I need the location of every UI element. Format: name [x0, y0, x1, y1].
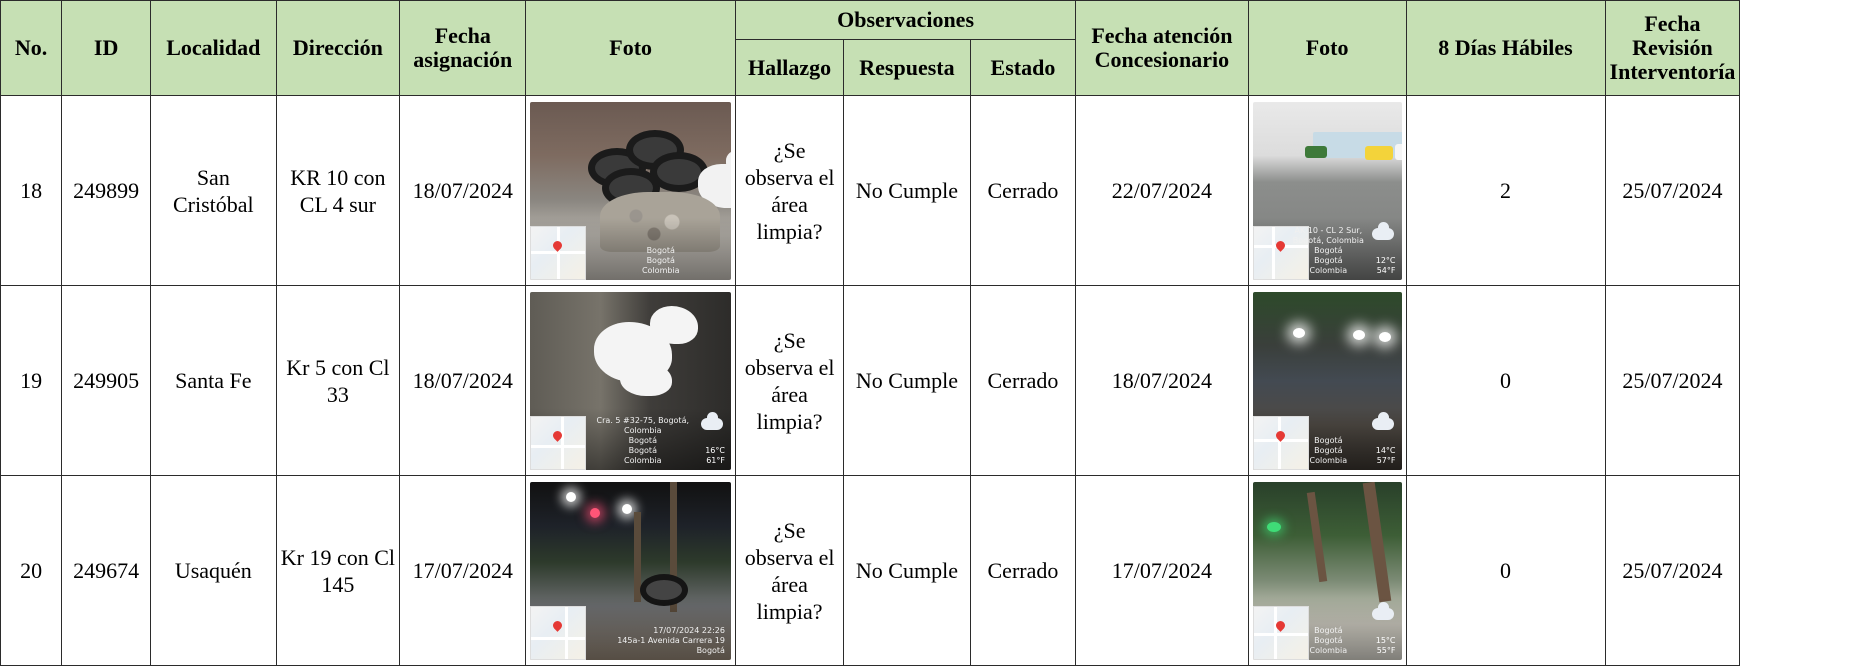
- photo-stamp: Bogotá Bogotá Colombia: [1309, 625, 1348, 655]
- header-direccion: Dirección: [275, 0, 401, 96]
- header-hallazgo: Hallazgo: [734, 39, 845, 96]
- header-fecha-revision: Fecha Revisión Interventoría: [1604, 0, 1741, 96]
- cell-fecha-revision: 25/07/2024: [1604, 285, 1741, 476]
- cell-hallazgo: ¿Se observa el área limpia?: [734, 285, 845, 476]
- photo-stamp: Bogotá Bogotá Colombia: [641, 245, 680, 275]
- cell-no: 20: [0, 475, 63, 666]
- table-row: 20 249674 Usaquén Kr 19 con Cl 145 17/07…: [0, 475, 1858, 666]
- header-respuesta: Respuesta: [843, 39, 971, 96]
- cell-fecha-atencion: 18/07/2024: [1075, 285, 1249, 476]
- cell-no: 18: [0, 95, 63, 286]
- cell-fecha-asignacion: 18/07/2024: [399, 285, 527, 476]
- photo-before[interactable]: Cra. 5 #32-75, Bogotá, Colombia Bogotá B…: [530, 291, 731, 470]
- cell-foto: 17/07/2024 22:26 145a-1 Avenida Carrera …: [525, 475, 736, 666]
- table-row: 18 249899 San Cristóbal KR 10 con CL 4 s…: [0, 95, 1858, 286]
- map-thumbnail: [1252, 225, 1309, 280]
- header-id: ID: [61, 0, 152, 96]
- cell-localidad: Santa Fe: [150, 285, 277, 476]
- map-thumbnail: [1252, 605, 1309, 660]
- cell-respuesta: No Cumple: [843, 95, 971, 286]
- table-row: 19 249905 Santa Fe Kr 5 con Cl 33 18/07/…: [0, 285, 1858, 476]
- header-observaciones: Observaciones: [734, 0, 1077, 40]
- cell-fecha-revision: 25/07/2024: [1604, 475, 1741, 666]
- photo-before[interactable]: 17/07/2024 22:26 145a-1 Avenida Carrera …: [530, 481, 731, 660]
- photo-temperature: 16°C 61°F: [705, 445, 725, 465]
- cell-estado: Cerrado: [969, 285, 1077, 476]
- cell-id: 249674: [61, 475, 152, 666]
- cell-direccion: KR 10 con CL 4 sur: [275, 95, 401, 286]
- photo-before[interactable]: Bogotá Bogotá Colombia: [530, 101, 731, 280]
- header-fecha-atencion: Fecha atención Concesionario: [1075, 0, 1249, 96]
- cell-fecha-asignacion: 17/07/2024: [399, 475, 527, 666]
- header-localidad: Localidad: [150, 0, 277, 96]
- photo-temperature: 15°C 55°F: [1375, 635, 1396, 655]
- cell-foto: Cra. 5 #32-75, Bogotá, Colombia Bogotá B…: [525, 285, 736, 476]
- cell-fecha-asignacion: 18/07/2024: [399, 95, 527, 286]
- cell-dias-habiles: 0: [1405, 285, 1606, 476]
- photo-stamp: 17/07/2024 22:26 145a-1 Avenida Carrera …: [617, 625, 725, 655]
- cell-dias-habiles: 2: [1405, 95, 1606, 286]
- header-row-top: No. ID Localidad Dirección Fecha asignac…: [0, 0, 1858, 96]
- cell-foto-atencion: Bogotá Bogotá Colombia 14°C 57°F: [1247, 285, 1407, 476]
- cell-direccion: Kr 19 con Cl 145: [275, 475, 401, 666]
- header-no: No.: [0, 0, 63, 96]
- cell-id: 249899: [61, 95, 152, 286]
- weather-cloud-icon: [1371, 221, 1394, 240]
- header-fecha-asignacion: Fecha asignación: [399, 0, 527, 96]
- photo-stamp: Bogotá Bogotá Colombia: [1309, 435, 1348, 465]
- map-thumbnail: [1252, 415, 1309, 470]
- weather-cloud-icon: [1371, 601, 1394, 620]
- cell-id: 249905: [61, 285, 152, 476]
- cell-no: 19: [0, 285, 63, 476]
- photo-stamp: AK 10 - CL 2 Sur, Bogotá, Colombia Bogot…: [1292, 225, 1364, 275]
- map-thumbnail: [530, 605, 587, 660]
- weather-cloud-icon: [700, 411, 723, 430]
- header-dias-habiles: 8 Días Hábiles: [1405, 0, 1606, 96]
- weather-cloud-icon: [1371, 411, 1394, 430]
- cell-estado: Cerrado: [969, 95, 1077, 286]
- header-foto-atencion: Foto: [1247, 0, 1407, 96]
- cell-fecha-revision: 25/07/2024: [1604, 95, 1741, 286]
- cell-hallazgo: ¿Se observa el área limpia?: [734, 95, 845, 286]
- cell-fecha-atencion: 22/07/2024: [1075, 95, 1249, 286]
- photo-after[interactable]: Bogotá Bogotá Colombia 14°C 57°F: [1252, 291, 1402, 470]
- cell-localidad: San Cristóbal: [150, 95, 277, 286]
- photo-temperature: 12°C 54°F: [1375, 255, 1396, 275]
- header-foto: Foto: [525, 0, 736, 96]
- map-thumbnail: [530, 225, 587, 280]
- cell-respuesta: No Cumple: [843, 285, 971, 476]
- cell-localidad: Usaquén: [150, 475, 277, 666]
- photo-after[interactable]: AK 10 - CL 2 Sur, Bogotá, Colombia Bogot…: [1252, 101, 1402, 280]
- cell-dias-habiles: 0: [1405, 475, 1606, 666]
- cell-foto-atencion: Bogotá Bogotá Colombia 15°C 55°F: [1247, 475, 1407, 666]
- photo-stamp: Cra. 5 #32-75, Bogotá, Colombia Bogotá B…: [596, 415, 690, 465]
- cell-respuesta: No Cumple: [843, 475, 971, 666]
- photo-after[interactable]: Bogotá Bogotá Colombia 15°C 55°F: [1252, 481, 1402, 660]
- header-row-sub: Hallazgo Respuesta Estado: [1, 39, 1858, 96]
- cell-estado: Cerrado: [969, 475, 1077, 666]
- cell-foto-atencion: AK 10 - CL 2 Sur, Bogotá, Colombia Bogot…: [1247, 95, 1407, 286]
- map-thumbnail: [530, 415, 587, 470]
- header-estado: Estado: [969, 39, 1077, 96]
- cell-foto: Bogotá Bogotá Colombia: [525, 95, 736, 286]
- photo-temperature: 14°C 57°F: [1375, 445, 1396, 465]
- cell-direccion: Kr 5 con Cl 33: [275, 285, 401, 476]
- cell-hallazgo: ¿Se observa el área limpia?: [734, 475, 845, 666]
- cell-fecha-atencion: 17/07/2024: [1075, 475, 1249, 666]
